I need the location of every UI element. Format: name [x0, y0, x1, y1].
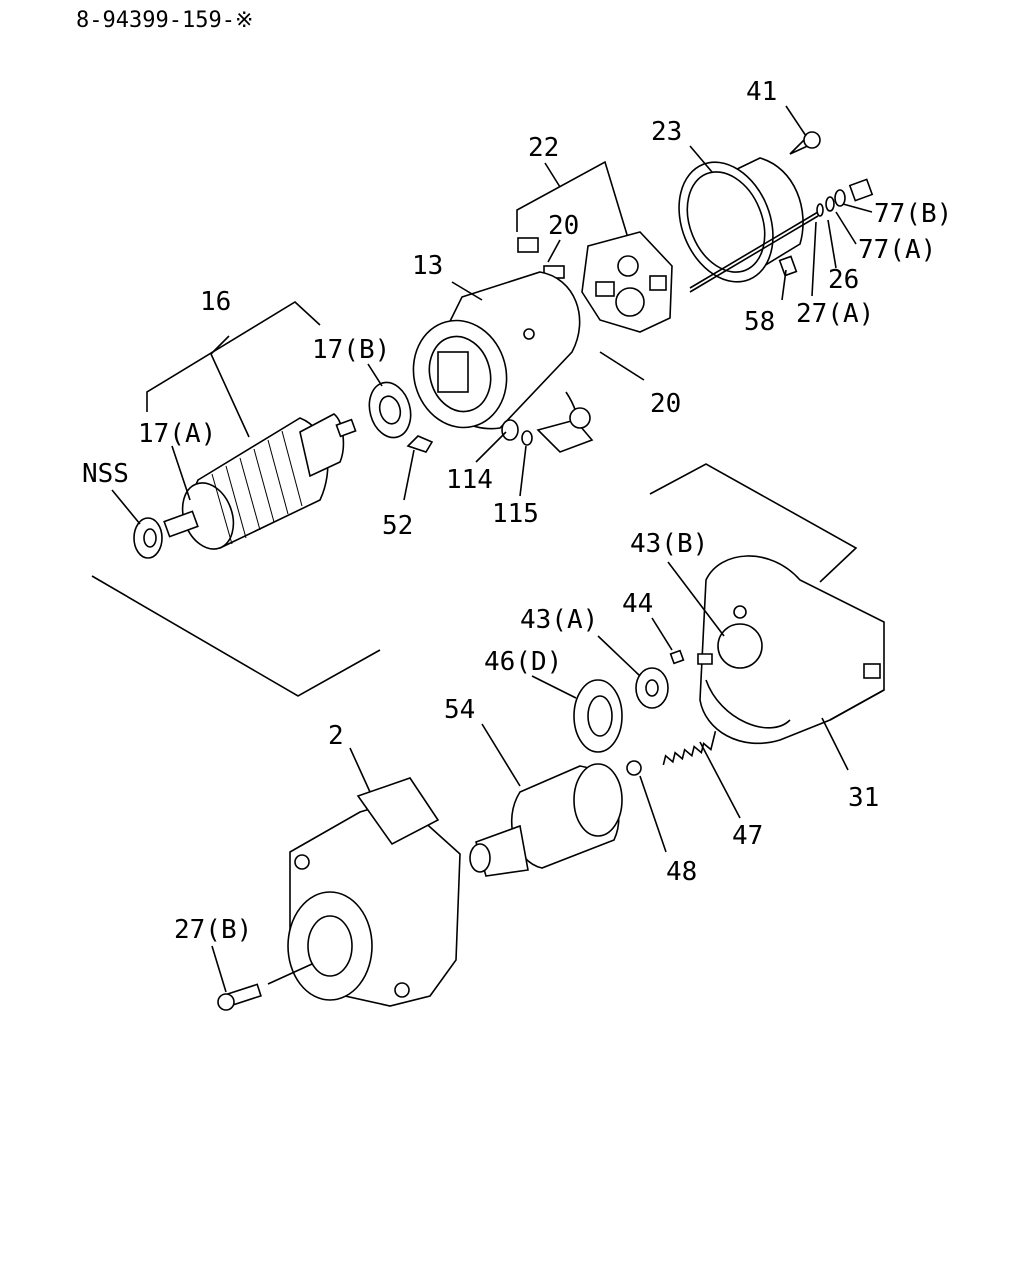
leader-lines: [111, 105, 873, 993]
callout-47: 47: [732, 821, 763, 851]
callout-23: 23: [651, 117, 682, 147]
callout-43b: 43(B): [630, 529, 708, 559]
callout-77b: 77(B): [874, 199, 952, 229]
callout-27a: 27(A): [796, 299, 874, 329]
callout-54: 54: [444, 695, 475, 725]
callout-31: 31: [848, 783, 879, 813]
callout-41: 41: [746, 77, 777, 107]
callout-nss: NSS: [82, 459, 129, 489]
part-washers-114-115: [501, 419, 533, 446]
part-pin-44: [669, 649, 685, 665]
callout-43a: 43(A): [520, 605, 598, 635]
part-brush-holder: [517, 231, 673, 333]
group-divider-upper: [91, 575, 381, 697]
part-front-housing: [287, 777, 461, 1007]
group-divider-lower: [649, 463, 858, 583]
callout-2: 2: [328, 721, 344, 751]
part-gear-case: [697, 555, 885, 745]
part-internal-gear-46d: [573, 679, 623, 753]
callout-27b: 27(B): [174, 915, 252, 945]
callout-13: 13: [412, 251, 443, 281]
part-screw-41: [789, 131, 821, 155]
callout-20-top: 20: [548, 211, 579, 241]
callout-52: 52: [382, 511, 413, 541]
callout-58: 58: [744, 307, 775, 337]
part-yoke: [412, 271, 594, 453]
callout-17a: 17(A): [138, 419, 216, 449]
callout-115: 115: [492, 499, 539, 529]
callout-77a: 77(A): [858, 235, 936, 265]
bracket-16: [146, 301, 321, 438]
callout-20-bottom: 20: [650, 389, 681, 419]
part-nut-washer-set: [816, 178, 874, 217]
bracket-22: [516, 160, 629, 239]
part-washer-nss: [133, 517, 163, 559]
part-armature: [163, 413, 357, 550]
callout-46d: 46(D): [484, 647, 562, 677]
callout-44: 44: [622, 589, 653, 619]
callout-26: 26: [828, 265, 859, 295]
callout-16: 16: [200, 287, 231, 317]
part-spring-47: [662, 731, 717, 766]
callout-22: 22: [528, 133, 559, 163]
callout-114: 114: [446, 465, 493, 495]
part-rear-cover: [678, 157, 819, 293]
part-ball-48: [626, 760, 642, 776]
part-clip-52: [406, 435, 434, 453]
part-gear-43a: [635, 667, 669, 709]
part-bolt-27b: [217, 983, 262, 1011]
part-pinion-clutch: [469, 763, 623, 877]
callout-17b: 17(B): [312, 335, 390, 365]
part-bearing-17b: [368, 381, 412, 439]
part-number-header: 8-94399-159-※: [76, 8, 253, 33]
callout-48: 48: [666, 857, 697, 887]
